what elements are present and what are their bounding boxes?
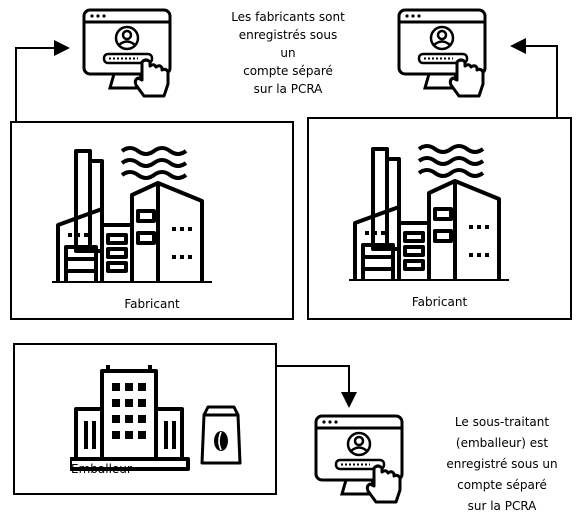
manufacturer-box-left: Fabricant <box>10 121 294 320</box>
top-note-line: enregistrés sous <box>238 28 338 42</box>
office-building-icon <box>70 365 190 471</box>
bottom-note-line: enregistré sous un <box>446 457 558 471</box>
bottom-note: Le sous-traitant (emballeur) est enregis… <box>428 412 576 517</box>
computer-user-icon <box>314 414 404 504</box>
manufacturer-label: Fabricant <box>411 295 468 309</box>
top-note-line: Les fabricants sont <box>231 10 345 24</box>
bottom-note-line: Le sous-traitant <box>454 415 550 429</box>
computer-user-icon <box>82 8 172 98</box>
packer-box: Emballeur <box>13 343 277 495</box>
packer-label: Emballeur <box>71 462 132 476</box>
bottom-note-line: compte séparé <box>457 478 547 492</box>
arrow-left-to-monitor <box>15 40 70 122</box>
manufacturer-box-right: Fabricant <box>307 117 572 320</box>
bottom-note-line: (emballeur) est <box>455 436 549 450</box>
top-note-line: compte séparé <box>243 64 333 78</box>
manufacturer-label: Fabricant <box>124 297 180 311</box>
arrow-packer-to-monitor <box>275 365 357 408</box>
bottom-note-line: sur la PCRA <box>467 499 537 513</box>
arrow-right-to-monitor <box>510 38 558 118</box>
top-note-line: un <box>280 46 296 60</box>
factory-icon <box>52 146 212 283</box>
top-note-line: sur la PCRA <box>253 82 323 96</box>
coffee-bag-icon <box>200 405 242 465</box>
computer-user-icon <box>397 8 487 98</box>
factory-icon <box>349 144 509 281</box>
top-note: Les fabricants sont enregistrés sous un … <box>198 8 378 98</box>
